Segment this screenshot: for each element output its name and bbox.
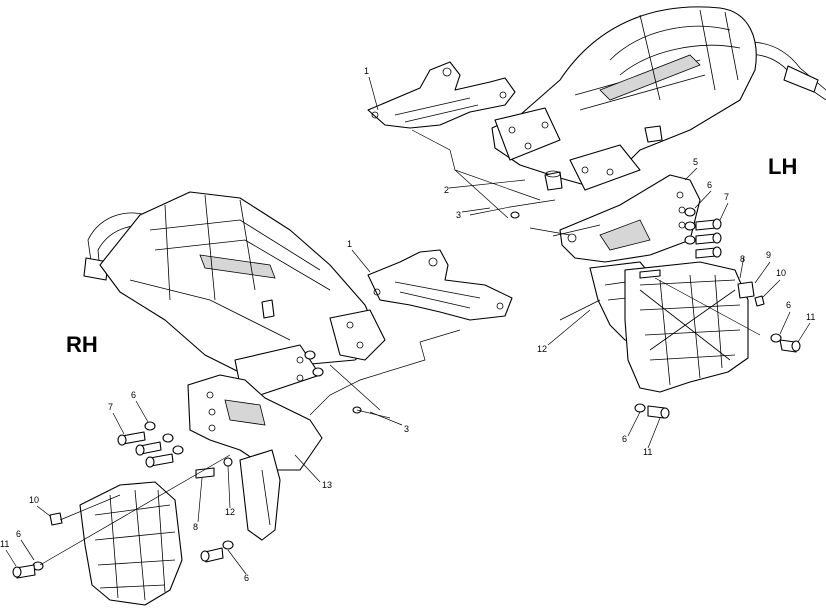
svg-text:8: 8 [193, 522, 198, 532]
svg-text:1: 1 [347, 239, 352, 249]
svg-text:6: 6 [786, 300, 791, 310]
rh-bolts-7 [117, 431, 174, 468]
svg-text:1: 1 [364, 66, 369, 76]
rh-bracket-1 [367, 249, 513, 321]
lh-bracket-1 [367, 61, 516, 129]
lh-washers-6 [684, 207, 696, 245]
rh-footrest [79, 481, 183, 606]
svg-text:6: 6 [131, 390, 136, 400]
svg-text:2: 2 [444, 185, 449, 195]
svg-text:6: 6 [622, 434, 627, 444]
rh-callouts: 1 3 7 6 13 8 12 10 11 6 6 [0, 239, 409, 583]
svg-text:12: 12 [537, 344, 547, 354]
svg-text:7: 7 [108, 402, 113, 412]
lh-assembly: LH 1 2 3 5 6 7 8 9 10 6 11 12 6 11 [364, 6, 826, 457]
lh-footrest [624, 261, 749, 393]
svg-text:12: 12 [225, 507, 235, 517]
svg-text:8: 8 [740, 254, 745, 264]
svg-text:10: 10 [776, 268, 786, 278]
svg-text:6: 6 [16, 529, 21, 539]
svg-text:13: 13 [322, 480, 332, 490]
rh-assembly: RH 1 3 7 6 13 8 12 10 11 6 6 [0, 191, 513, 606]
svg-text:3: 3 [456, 210, 461, 220]
svg-text:11: 11 [643, 447, 652, 457]
svg-text:3: 3 [404, 424, 409, 434]
lh-bolts-7 [695, 218, 722, 259]
svg-text:6: 6 [707, 180, 712, 190]
svg-text:10: 10 [29, 495, 39, 505]
svg-text:5: 5 [693, 157, 698, 167]
rh-plate-12 [239, 449, 281, 541]
lh-rear-plate [494, 107, 561, 161]
svg-text:7: 7 [724, 192, 729, 202]
rh-label: RH [66, 332, 98, 357]
rh-washers-6 [144, 421, 184, 455]
lh-plate-5 [559, 174, 701, 263]
svg-text:11: 11 [806, 312, 815, 322]
svg-text:6: 6 [244, 573, 249, 583]
svg-text:11: 11 [0, 539, 9, 549]
lh-label: LH [768, 154, 797, 179]
lh-callouts: 1 2 3 5 6 7 8 9 10 6 11 12 6 11 [364, 66, 815, 457]
svg-text:9: 9 [766, 250, 771, 260]
